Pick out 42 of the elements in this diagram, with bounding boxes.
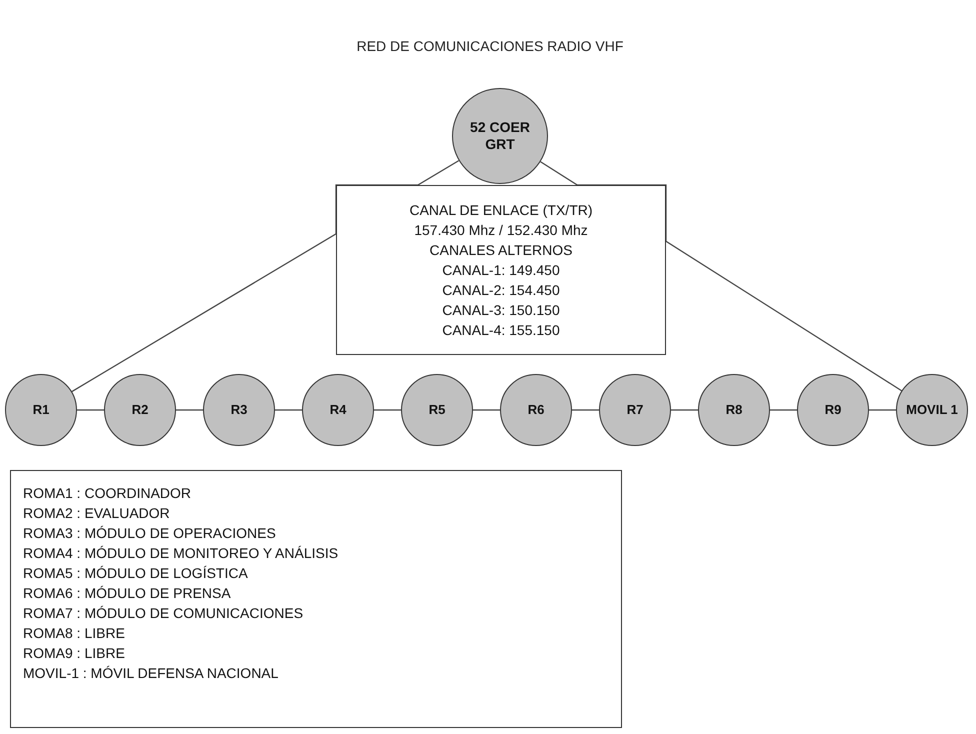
station-label: R4: [328, 402, 348, 418]
station-label: R5: [428, 402, 446, 418]
connector-line: [770, 409, 797, 411]
channel-text: CANAL-2: 154.450: [442, 281, 560, 300]
connector-line: [572, 409, 599, 411]
channel-text: CANAL-4: 155.150: [442, 321, 560, 340]
station-label: R8: [724, 402, 744, 418]
connector-line: [72, 160, 460, 392]
connector-line: [671, 409, 698, 411]
channel-text: CANALES ALTERNOS: [430, 241, 572, 260]
station-label: R7: [626, 402, 644, 418]
connector-line: [275, 409, 302, 411]
connector-line: [869, 409, 896, 411]
connector-line: [77, 409, 104, 411]
channel-text: CANAL DE ENLACE (TX/TR): [409, 201, 593, 220]
role-text: ROMA1 : COORDINADOR: [23, 484, 192, 503]
station-label: 52 COER GRT: [469, 118, 531, 154]
channel-text: 157.430 Mhz / 152.430 Mhz: [414, 221, 588, 240]
connector-line: [540, 161, 902, 392]
role-text: MOVIL-1 : MÓVIL DEFENSA NACIONAL: [23, 664, 280, 683]
channel-text: CANAL-1: 149.450: [442, 261, 560, 280]
role-text: ROMA2 : EVALUADOR: [23, 504, 171, 523]
station-label: R1: [32, 402, 50, 418]
role-text: ROMA7 : MÓDULO DE COMUNICACIONES: [23, 604, 304, 623]
station-label: R3: [230, 402, 248, 418]
role-text: ROMA6 : MÓDULO DE PRENSA: [23, 584, 232, 603]
role-text: ROMA5 : MÓDULO DE LOGÍSTICA: [23, 564, 249, 583]
connector-line: [473, 409, 500, 411]
connector-line: [374, 409, 401, 411]
roles-box: [10, 470, 622, 728]
station-label: R6: [526, 402, 546, 418]
channel-box: [336, 185, 666, 355]
diagram-title: RED DE COMUNICACIONES RADIO VHF: [356, 37, 624, 56]
connector-line: [176, 409, 203, 411]
station-label: R9: [824, 402, 842, 418]
role-text: ROMA8 : LIBRE: [23, 624, 126, 643]
channel-text: CANAL-3: 150.150: [442, 301, 560, 320]
role-text: ROMA9 : LIBRE: [23, 644, 126, 663]
station-label: R2: [130, 402, 150, 418]
role-text: ROMA3 : MÓDULO DE OPERACIONES: [23, 524, 277, 543]
role-text: ROMA4 : MÓDULO DE MONITOREO Y ANÁLISIS: [23, 544, 340, 563]
station-label: MOVIL 1: [905, 402, 959, 418]
